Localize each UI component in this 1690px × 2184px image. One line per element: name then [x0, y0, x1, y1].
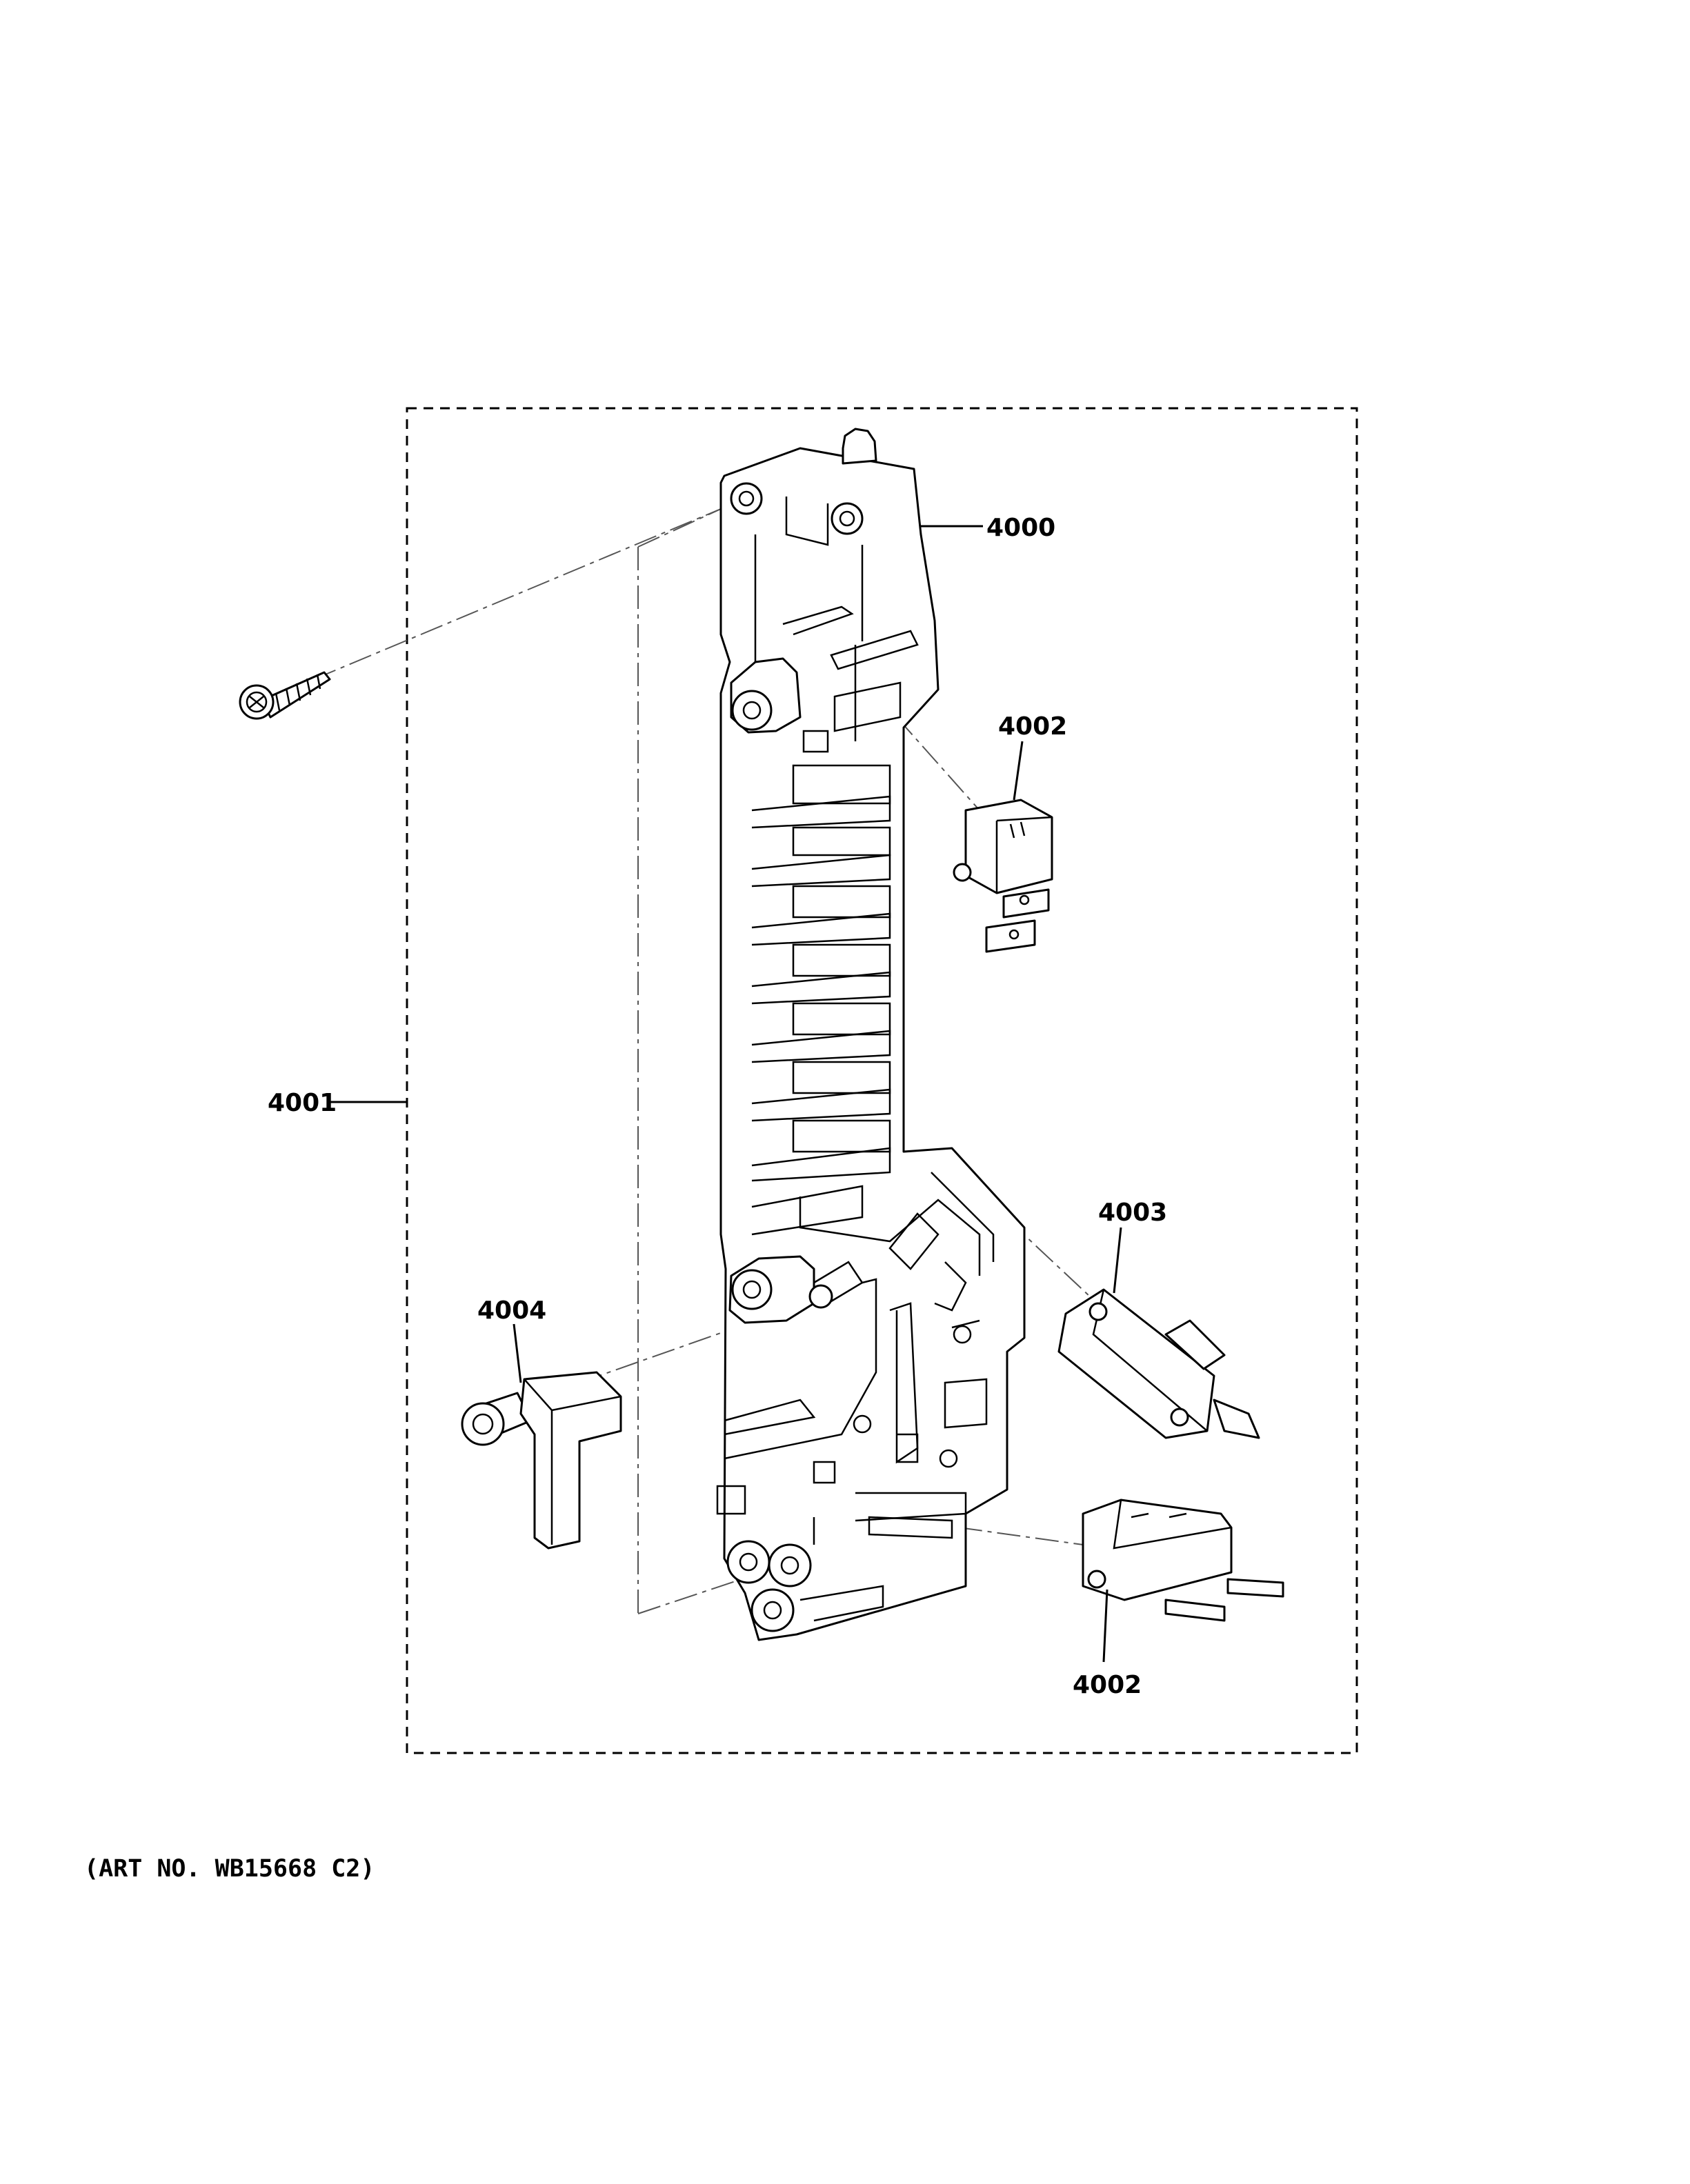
bracket-ribs [751, 764, 891, 1236]
lever-4004 [461, 1371, 622, 1550]
switch-4002-upper [953, 799, 1053, 953]
label-4003: 4003 [1098, 1199, 1167, 1227]
art-number-caption: (ART NO. WB15668 C2) [84, 1855, 375, 1883]
label-4002-upper: 4002 [998, 712, 1067, 741]
label-4004: 4004 [477, 1296, 546, 1325]
switch-4002-lower [1082, 1499, 1284, 1622]
interlock-bracket [716, 428, 1026, 1641]
assembly-boundary [406, 407, 1358, 1754]
label-4000: 4000 [986, 514, 1055, 542]
mounting-screw [239, 671, 331, 720]
switch-4003 [1057, 1288, 1260, 1439]
label-4002-lower: 4002 [1073, 1671, 1142, 1699]
label-4001: 4001 [268, 1089, 337, 1117]
callout-labels: 4000 4001 4002 4003 4004 4002 [268, 514, 1167, 1699]
leader-lines [328, 525, 1122, 1663]
